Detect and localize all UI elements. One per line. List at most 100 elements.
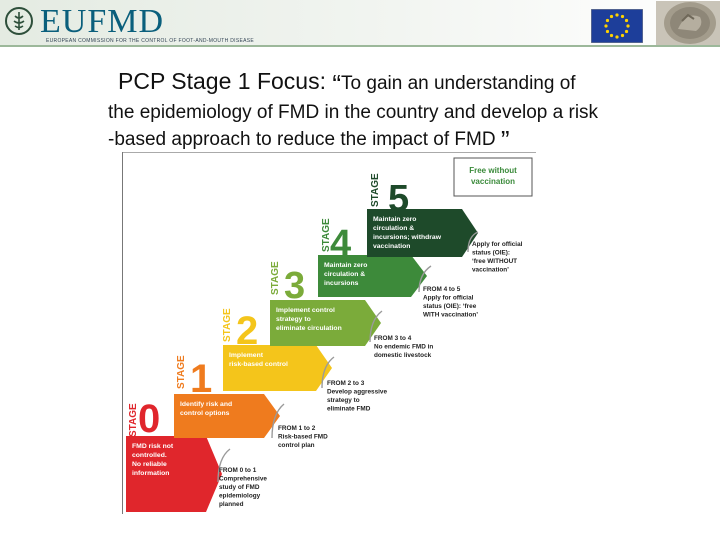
stage-label-line: Identify risk and — [180, 401, 232, 408]
final-status-line: Free without — [469, 166, 517, 175]
transition-line: Apply for official — [423, 295, 474, 302]
transition-line: planned — [219, 501, 244, 508]
stage-label-line: Implement — [229, 352, 264, 359]
transition-line: Apply for official — [472, 241, 523, 248]
transition-line: Develop aggressive — [327, 389, 387, 396]
stage-1-box — [174, 394, 280, 438]
stage-5-box — [367, 209, 478, 257]
transition-line: No endemic FMD in — [374, 344, 433, 351]
stage-3-box — [270, 300, 381, 346]
stage-5-number: 5 — [388, 178, 409, 220]
transition-line: status (OIE): ‘free — [423, 303, 477, 310]
transition-line: eliminate FMD — [327, 406, 371, 413]
transition-line: domestic livestock — [374, 352, 432, 359]
transition-line: epidemiology — [219, 493, 261, 500]
stage-label-line: circulation & — [324, 271, 365, 278]
stage-label-line: strategy to — [276, 316, 311, 323]
open-quote: “ — [332, 69, 342, 99]
stage-2-label: Implement risk-based control — [229, 352, 288, 368]
transition-line: strategy to — [327, 397, 360, 404]
stage-label-line: circulation & — [373, 225, 414, 232]
eu-star-icon — [620, 14, 625, 19]
transition-line: FROM 3 to 4 — [374, 335, 412, 342]
stage-5-word: STAGE — [370, 173, 381, 207]
stage-label-line: control options — [180, 410, 230, 417]
eu-star-icon — [615, 35, 619, 39]
stage-label-line: risk-based control — [229, 361, 288, 368]
transition-line: vaccination’ — [472, 267, 509, 274]
stage-label-line: Maintain zero — [373, 216, 416, 223]
stage-label-line: incursions; withdraw — [373, 234, 442, 241]
arrow-layer — [217, 231, 479, 483]
stage-box-layer — [126, 157, 533, 512]
transition-arrow-3 — [369, 310, 383, 343]
stage-label-line: vaccination — [373, 243, 410, 250]
org-title: EUFMD — [40, 3, 165, 40]
eu-star-icon — [624, 18, 629, 23]
stage-0-word: STAGE — [128, 403, 139, 437]
stage-4-number: 4 — [330, 223, 351, 265]
stage-2-number: 2 — [236, 309, 258, 353]
transition-arrow-2 — [321, 356, 335, 389]
final-status-line: vaccination — [471, 177, 515, 186]
stage-1-number: 1 — [190, 357, 212, 401]
transition-arrow-1 — [271, 403, 285, 439]
transition-line: WITH vaccination’ — [423, 312, 478, 319]
eu-star-icon — [626, 24, 630, 28]
eu-star-icon — [604, 24, 608, 28]
transition-line: Risk-based FMD — [278, 434, 328, 441]
stage-label-line: controlled. — [132, 452, 167, 459]
stage-3-number: 3 — [284, 265, 305, 307]
transition-line: FROM 2 to 3 — [327, 380, 365, 387]
eu-star-icon — [620, 33, 625, 38]
title-bold: PCP Stage 1 Focus: — [118, 68, 326, 94]
eu-star-icon — [624, 29, 629, 34]
eu-flag-icon — [591, 9, 643, 43]
stage-0-number: 0 — [138, 397, 160, 441]
stage-2-word: STAGE — [222, 308, 233, 342]
transition-arrow-4 — [418, 265, 432, 293]
title-line-3: -based approach to reduce the impact of … — [108, 126, 698, 154]
fao-logo-icon — [5, 7, 33, 35]
title-line-2: the epidemiology of FMD in the country a… — [108, 102, 599, 123]
title-line-1-text: To gain an understanding of — [341, 73, 576, 94]
stage-3-word: STAGE — [270, 261, 281, 295]
eu-star-icon — [609, 14, 614, 19]
eu-star-icon — [615, 13, 619, 17]
stage-0-label: FMD risk not controlled. No reliable inform… — [132, 443, 174, 477]
transition-line: Comprehensive — [219, 476, 267, 483]
transition-line: FROM 0 to 1 — [219, 467, 257, 474]
transition-line: study of FMD — [219, 484, 260, 491]
stage-label-line: information — [132, 470, 169, 477]
stage-2-box — [223, 345, 332, 391]
stage-label-line: FMD risk not — [132, 443, 174, 450]
transition-line: control plan — [278, 442, 315, 449]
header-divider — [0, 45, 720, 47]
coin-image — [656, 1, 720, 45]
stage-label-line: Implement control — [276, 307, 335, 314]
title-line-3-text: -based approach to reduce the impact of … — [108, 129, 496, 150]
eu-star-icon — [609, 33, 614, 38]
transition-line: status (OIE): — [472, 250, 510, 257]
stage-label-line: incursions — [324, 280, 359, 287]
stage-5-label: Maintain zero circulation & incursions; wi… — [373, 216, 442, 250]
transition-arrow-5 — [467, 231, 479, 253]
stage-label-line: Maintain zero — [324, 262, 367, 269]
stage-label-line: No reliable — [132, 461, 167, 468]
stage-1-word: STAGE — [176, 355, 187, 389]
org-subtitle: EUROPEAN COMMISSION FOR THE CONTROL OF F… — [46, 38, 255, 44]
close-quote: ” — [500, 125, 510, 155]
eu-star-icon — [605, 29, 610, 34]
diagram-frame-top — [122, 152, 536, 153]
eu-star-icon — [605, 18, 610, 23]
final-status-box — [453, 157, 533, 197]
